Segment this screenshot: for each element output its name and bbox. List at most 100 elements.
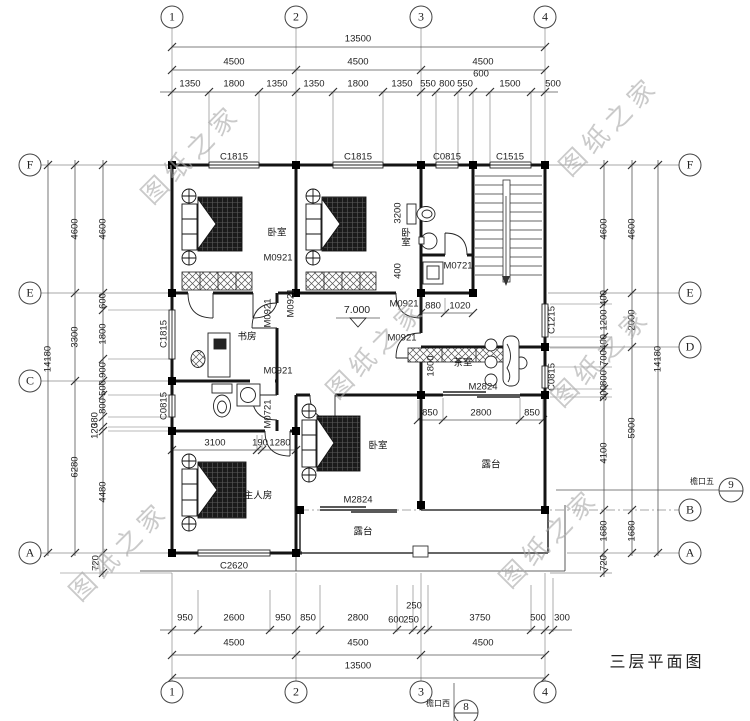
dim-label: 2000 <box>626 309 638 331</box>
room-label: 卧室 <box>398 227 410 247</box>
dim-label: 4500 <box>347 637 369 649</box>
dimension-lines <box>47 46 719 721</box>
dim-label: 950 <box>275 612 291 624</box>
room-label: 书房 <box>237 331 257 343</box>
door-tag: M2824 <box>343 494 373 506</box>
dim-label: 400 <box>598 290 610 306</box>
bed <box>305 188 367 266</box>
dim-label: 4100 <box>598 442 610 464</box>
door-tag: M0921 <box>387 332 417 344</box>
dim-label: 1020 <box>449 300 471 312</box>
dim-label: 4600 <box>69 218 81 240</box>
window-tag: C1215 <box>546 306 558 334</box>
room-label: 露台 <box>353 526 373 538</box>
window-tag: C1815 <box>344 151 372 163</box>
dim-label: 850 <box>524 407 540 419</box>
drawing-title: 三层平面图 <box>609 654 705 671</box>
grid-axis-bubble: F <box>678 153 702 177</box>
room-label: 卧室 <box>368 440 388 452</box>
dim-label: 1800 <box>97 323 109 345</box>
door-tag: M2824 <box>468 381 498 393</box>
dim-label: 1350 <box>391 78 413 90</box>
door-tag: M0921 <box>263 252 293 264</box>
dim-label: 250 <box>403 614 419 626</box>
door-tag: M0921 <box>262 298 274 328</box>
window-tag: C0815 <box>546 363 558 391</box>
dim-label: 1350 <box>179 78 201 90</box>
detail-callout-num: 9 <box>728 479 734 491</box>
grid-axis-bubble: 1 <box>160 680 184 704</box>
dim-label: 2600 <box>223 612 245 624</box>
columns <box>168 161 549 557</box>
door-tag: M0921 <box>263 365 293 377</box>
dim-label: 1800 <box>347 78 369 90</box>
dim-label: 900 <box>97 362 109 378</box>
bed <box>181 188 243 266</box>
grid-axis-bubble: 1 <box>160 5 184 29</box>
dim-label: 3750 <box>469 612 491 624</box>
dim-label: 850 <box>422 407 438 419</box>
dim-label: 4500 <box>223 56 245 68</box>
door-tag: M0721 <box>262 399 274 429</box>
dim-label: 1350 <box>266 78 288 90</box>
dim-label: 500 <box>545 78 561 90</box>
dim-label: 1680 <box>626 520 638 542</box>
dim-label: 500 <box>530 612 546 624</box>
dim-label: 400 <box>392 263 404 279</box>
grid-axis-bubble: A <box>18 541 42 565</box>
grid-axis-bubble: C <box>18 369 42 393</box>
dim-label: 1280 <box>269 437 291 449</box>
dim-label: 700 <box>598 350 610 366</box>
dim-label: 600 <box>97 293 109 309</box>
room-label: 茶室 <box>453 357 473 369</box>
dim-label: 14180 <box>42 345 54 373</box>
dim-label: 2800 <box>470 407 492 419</box>
toilet <box>211 203 436 418</box>
dim-label: 1800 <box>223 78 245 90</box>
dim-label: 4500 <box>347 56 369 68</box>
window-tag: C1815 <box>158 320 170 348</box>
dim-label: 5900 <box>626 417 638 439</box>
grid-axis-bubble: E <box>18 281 42 305</box>
window-tag: C0815 <box>158 392 170 420</box>
dim-label: 400 <box>598 334 610 350</box>
dim-label: 13500 <box>344 660 372 672</box>
dim-label: 190 <box>252 437 268 449</box>
window-tag: C1515 <box>496 151 524 163</box>
dim-label: 1500 <box>499 78 521 90</box>
dim-label: 3100 <box>204 437 226 449</box>
windows <box>168 161 549 557</box>
grid-axis-bubble: 2 <box>284 680 308 704</box>
dim-label: 6280 <box>69 456 81 478</box>
grid-axis-bubble: 4 <box>533 680 557 704</box>
dimension-ticks <box>43 42 663 683</box>
window-tag: C2620 <box>220 560 248 572</box>
dim-label: 880 <box>425 300 441 312</box>
sink <box>236 232 444 407</box>
door-tag: M0921 <box>389 298 419 310</box>
dim-label: 4500 <box>223 637 245 649</box>
wardrobe <box>181 271 511 363</box>
dim-label: 120 <box>89 423 101 439</box>
detail-callout <box>453 477 744 721</box>
dim-label: 4600 <box>97 218 109 240</box>
grid-axis-bubble: D <box>678 335 702 359</box>
detail-callout-label: 檐口五 <box>690 477 714 486</box>
level-label: 7.000 <box>343 303 371 316</box>
dim-label: 600 <box>473 68 489 80</box>
grid-axis-bubble: E <box>678 281 702 305</box>
dim-label: 720 <box>90 555 102 571</box>
walls <box>170 163 547 555</box>
grid-axis-bubble: 3 <box>409 680 433 704</box>
dim-label: 800 <box>598 370 610 386</box>
room-label: 卧室 <box>267 227 287 239</box>
dim-label: 13500 <box>344 33 372 45</box>
grid-axis-bubble: 3 <box>409 5 433 29</box>
tea-room-seating <box>484 335 528 387</box>
room-label: 露台 <box>481 459 501 471</box>
dim-label: 1350 <box>303 78 325 90</box>
extension-lines <box>60 92 612 632</box>
room-label: 主人房 <box>243 490 273 502</box>
bed <box>301 403 361 483</box>
